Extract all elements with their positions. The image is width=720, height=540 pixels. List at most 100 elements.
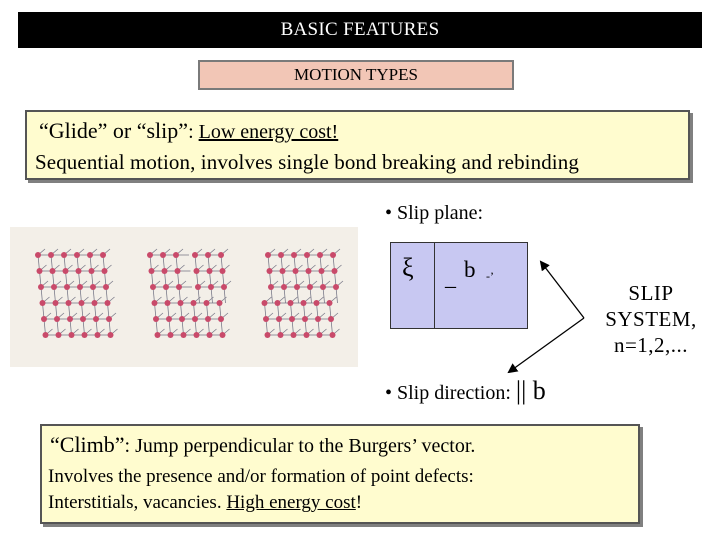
slip-system-line1: SLIP (628, 281, 674, 305)
lattice-atom (104, 300, 111, 306)
lattice-atom (326, 300, 333, 306)
lattice-atom (48, 252, 54, 258)
lattice-atom (164, 300, 171, 306)
lattice-atom (107, 332, 114, 338)
climb-line3-prefix: Interstitials, vacancies. (48, 492, 227, 513)
lattice-atom (106, 316, 112, 322)
lattice-atom (221, 284, 227, 290)
lattice-atom (177, 300, 184, 306)
lattice-atom (292, 268, 299, 274)
lattice-atom (287, 300, 294, 306)
lattice-atom (317, 252, 323, 258)
lattice-atom (148, 268, 155, 274)
lattice-atom (80, 316, 86, 322)
crystal-lattice-figure (10, 227, 358, 367)
lattice-atom (68, 332, 75, 338)
lattice-atom (167, 332, 174, 338)
lattice-atom (281, 284, 287, 290)
lattice-atom (163, 284, 169, 290)
lattice-atom (274, 300, 281, 306)
lattice-atom (290, 332, 297, 338)
lattice-atom (75, 268, 82, 274)
slip-direction-label: • Slip direction: || b (385, 376, 546, 406)
lattice-atom (307, 284, 313, 290)
lattice-atom (190, 300, 197, 306)
slip-plane-box: ξ _ b -’ (390, 242, 528, 329)
lattice-atom (154, 332, 161, 338)
lattice-atom (42, 332, 49, 338)
lattice-atom (206, 332, 213, 338)
lattice-atom (266, 268, 273, 274)
lattice-atom (61, 252, 67, 258)
lattice-atom (278, 252, 284, 258)
lattice-atom (38, 284, 44, 290)
lattice-atom (333, 284, 339, 290)
lattice-atom (179, 316, 185, 322)
lattice-atom (302, 316, 308, 322)
lattice-atom (203, 300, 210, 306)
lattice-atom (160, 252, 166, 258)
lattice-atom (103, 284, 109, 290)
slip-system-label: SLIP SYSTEM, n=1,2,... (586, 280, 716, 358)
lattice-atom (303, 332, 310, 338)
climb-box: “Climb”: Jump perpendicular to the Burge… (40, 424, 640, 524)
tiny-mark: -’ (486, 269, 494, 283)
lattice-atom (81, 332, 88, 338)
climb-line3-suffix: ! (355, 492, 363, 513)
lattice-atom (36, 268, 43, 274)
lattice-atom (329, 332, 336, 338)
glide-cost: Low energy cost! (198, 121, 339, 143)
lattice-atom (39, 300, 46, 306)
lattice-atom (219, 268, 226, 274)
motion-types-label: MOTION TYPES (294, 65, 418, 84)
lattice-atom (219, 332, 226, 338)
lattice-atom (208, 284, 214, 290)
lattice-atom (180, 332, 187, 338)
lattice-atom (41, 316, 47, 322)
banner-title: BASIC FEATURES (280, 19, 440, 40)
lattice-atom (101, 268, 108, 274)
b-vector-label: b (464, 257, 476, 282)
lattice-atom (320, 284, 326, 290)
lattice-atom (261, 300, 268, 306)
lattice-atom (49, 268, 56, 274)
crystal-lattice-icon (35, 248, 344, 338)
lattice-atom (289, 316, 295, 322)
lattice-atom (315, 316, 321, 322)
lattice-atom (300, 300, 307, 306)
lattice-atom (51, 284, 57, 290)
lattice-atom (94, 332, 101, 338)
lattice-atom (65, 300, 72, 306)
slip-plane-label: • Slip plane: (385, 202, 484, 224)
lattice-atom (304, 252, 310, 258)
lattice-atom (291, 252, 297, 258)
lattice-atom (174, 268, 181, 274)
lattice-atom (205, 252, 211, 258)
parallel-b: || b (515, 376, 546, 405)
lattice-atom (330, 252, 336, 258)
lattice-atom (192, 252, 198, 258)
lattice-atom (263, 316, 269, 322)
lattice-atom (78, 300, 85, 306)
lattice-atom (166, 316, 172, 322)
slip-direction-text: • Slip direction: (385, 382, 516, 404)
lattice-atom (90, 284, 96, 290)
perp-mark: _ (445, 265, 456, 290)
lattice-atom (151, 300, 158, 306)
lattice-atom (305, 268, 312, 274)
lattice-atom (193, 332, 200, 338)
lattice-atom (192, 316, 198, 322)
lattice-atom (77, 284, 83, 290)
lattice-atom (93, 316, 99, 322)
climb-title: “Climb” (50, 432, 125, 457)
lattice-atom (193, 268, 200, 274)
lattice-atom (153, 316, 159, 322)
lattice-atom (35, 252, 41, 258)
lattice-atom (100, 252, 106, 258)
lattice-atom (173, 252, 179, 258)
slip-system-line3: n=1,2,... (613, 333, 689, 357)
lattice-atom (318, 268, 325, 274)
lattice-atom (316, 332, 323, 338)
glide-title-line: “Glide” or “slip”: Low energy cost! (39, 118, 338, 144)
lattice-atom (54, 316, 60, 322)
